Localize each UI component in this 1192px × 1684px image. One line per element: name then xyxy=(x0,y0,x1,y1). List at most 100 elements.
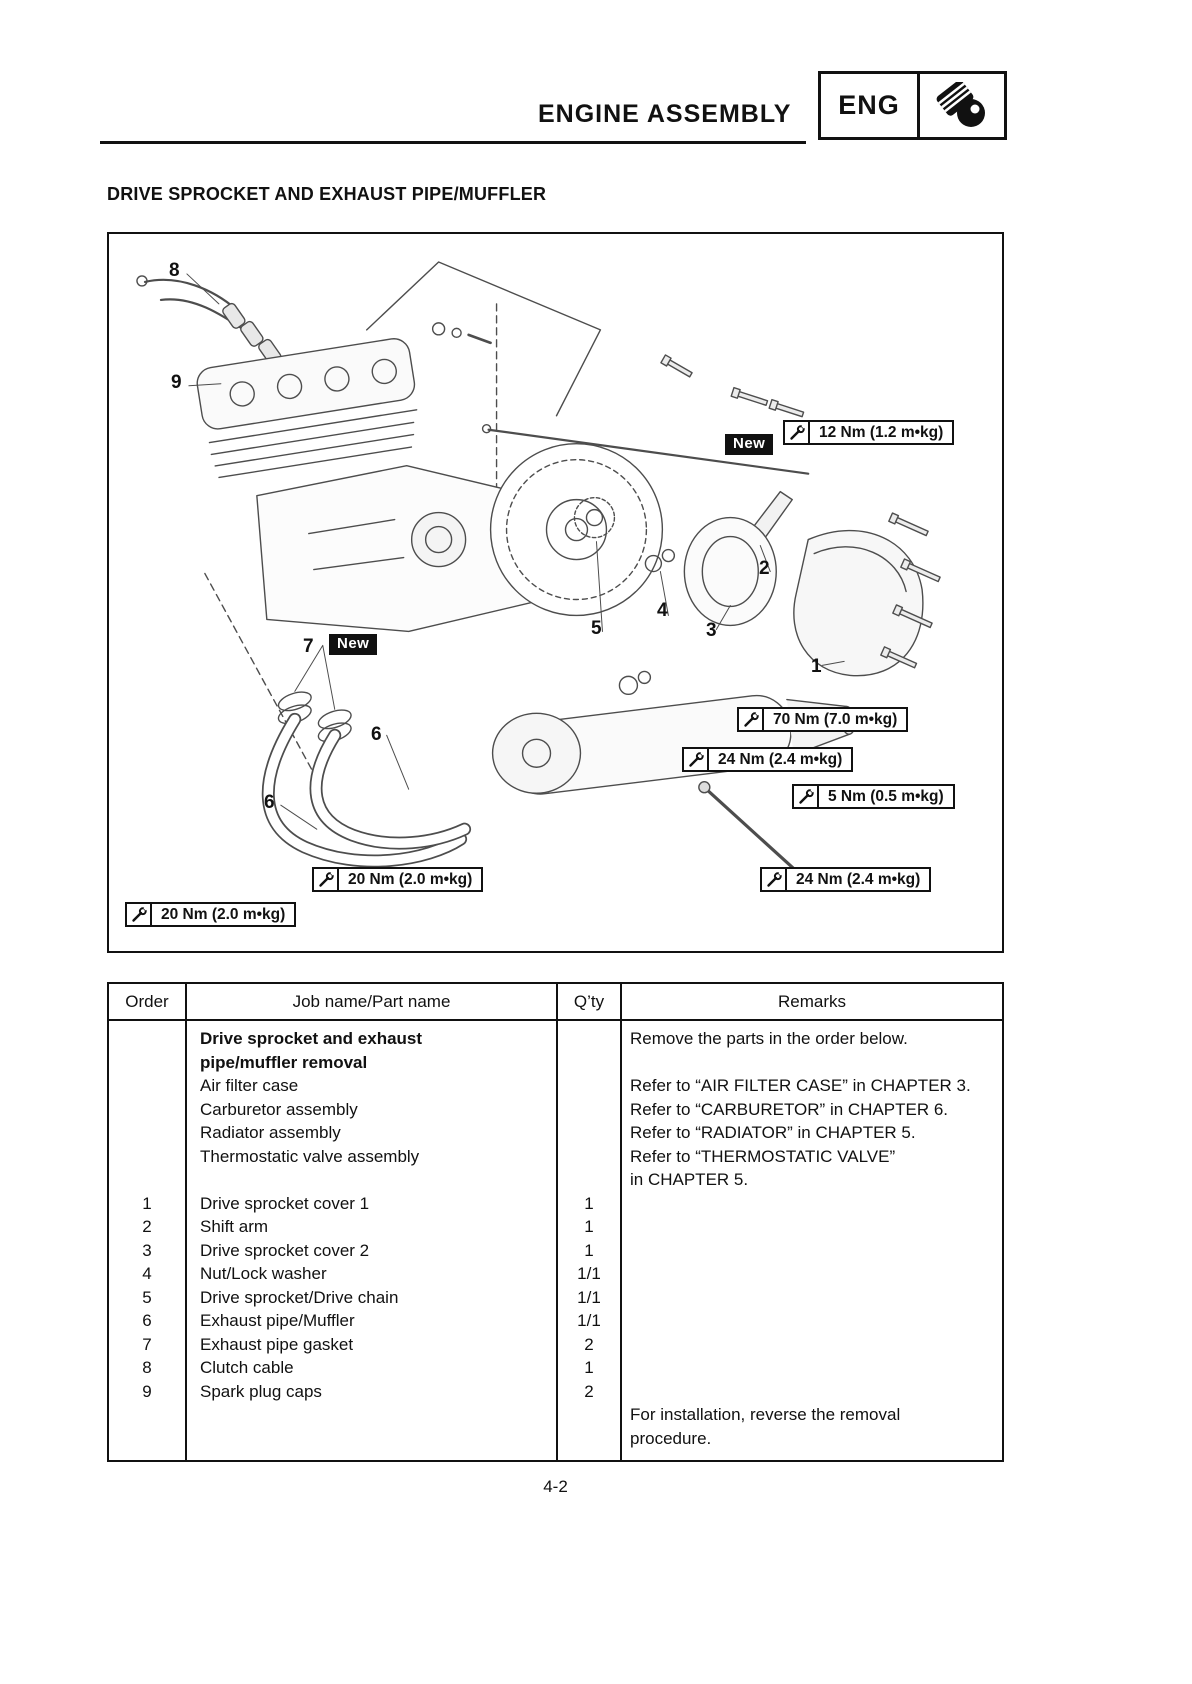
wrench-icon xyxy=(762,869,787,890)
remarks-cell: Remove the parts in the order below. xyxy=(630,1029,908,1048)
engine-icon xyxy=(917,74,1004,137)
column-header-remarks: Remarks xyxy=(777,991,846,1011)
order-cell xyxy=(109,1450,187,1460)
callout-number: 9 xyxy=(171,372,182,393)
torque-spec-text: 70 Nm (7.0 m•kg) xyxy=(773,711,898,728)
callout-number: 3 xyxy=(706,620,717,641)
order-cell: 2 xyxy=(109,1215,187,1239)
order-cell: 6 xyxy=(109,1309,187,1333)
remarks-cell xyxy=(622,1356,1002,1380)
remarks-cell xyxy=(622,1239,1002,1263)
remarks-cell xyxy=(622,1262,1002,1286)
job-name-cell: Drive sprocket/Drive chain xyxy=(187,1285,558,1309)
qty-cell xyxy=(558,1027,622,1051)
qty-cell xyxy=(558,1121,622,1145)
order-cell: 8 xyxy=(109,1356,187,1380)
table-header-row: Order Job name/Part name Q’ty Remarks xyxy=(109,984,1002,1021)
qty-cell xyxy=(558,1050,622,1074)
job-name-cell xyxy=(187,1403,558,1427)
order-cell xyxy=(109,1168,187,1192)
order-cell: 4 xyxy=(109,1262,187,1286)
qty-cell: 1 xyxy=(558,1191,622,1215)
order-cell xyxy=(109,1097,187,1121)
exploded-diagram: 12 Nm (1.2 m•kg) 70 Nm (7.0 m•kg) 24 Nm (2… xyxy=(107,232,1004,953)
job-name-cell: Exhaust pipe gasket xyxy=(187,1332,558,1356)
job-name-cell: Drive sprocket cover 1 xyxy=(187,1191,558,1215)
table-row: Air filter case Refer to “AIR FILTER CASE… xyxy=(109,1074,1002,1098)
job-name-cell: Nut/Lock washer xyxy=(187,1262,558,1286)
order-cell xyxy=(109,1121,187,1145)
page-number: 4-2 xyxy=(543,1477,568,1496)
table-row: For installation, reverse the removal xyxy=(109,1403,1002,1427)
callout-number: 1 xyxy=(811,656,822,677)
remarks-cell: in CHAPTER 5. xyxy=(630,1170,749,1189)
torque-spec-label: 70 Nm (7.0 m•kg) xyxy=(737,707,909,732)
torque-spec-label: 12 Nm (1.2 m•kg) xyxy=(783,420,955,445)
torque-spec-label: 5 Nm (0.5 m•kg) xyxy=(792,784,955,809)
remarks-cell: Refer to “AIR FILTER CASE” in CHAPTER 3. xyxy=(630,1076,971,1095)
qty-cell: 1/1 xyxy=(558,1309,622,1333)
remarks-cell xyxy=(622,1380,1002,1404)
chapter-code: ENG xyxy=(838,90,900,120)
qty-cell xyxy=(558,1074,622,1098)
qty-cell xyxy=(558,1144,622,1168)
remarks-cell: procedure. xyxy=(630,1428,712,1448)
qty-cell: 2 xyxy=(558,1379,622,1403)
column-header-order: Order xyxy=(109,984,187,1019)
table-row: pipe/muffler removal xyxy=(109,1050,1002,1075)
table-row: in CHAPTER 5. xyxy=(109,1168,1002,1192)
new-part-tag: New xyxy=(329,634,378,655)
remarks-cell: Refer to “THERMOSTATIC VALVE” xyxy=(630,1146,896,1166)
torque-spec-label: 20 Nm (2.0 m•kg) xyxy=(312,867,484,892)
remarks-cell xyxy=(622,1309,1002,1333)
job-name-cell: Radiator assembly xyxy=(187,1121,558,1145)
order-cell: 7 xyxy=(109,1332,187,1356)
qty-cell xyxy=(558,1021,622,1027)
order-cell xyxy=(109,1027,187,1051)
order-cell xyxy=(109,1144,187,1168)
remarks-cell: For installation, reverse the removal xyxy=(630,1405,901,1424)
torque-spec-label: 24 Nm (2.4 m•kg) xyxy=(682,747,854,772)
parts-table: Order Job name/Part name Q’ty Remarks Dr… xyxy=(107,982,1004,1462)
remarks-cell xyxy=(622,1450,1002,1460)
remarks-cell: Refer to “RADIATOR” in CHAPTER 5. xyxy=(630,1123,916,1142)
job-name-cell: Drive sprocket cover 2 xyxy=(187,1238,558,1262)
callout-number: 7 xyxy=(303,636,314,657)
table-row: procedure. xyxy=(109,1426,1002,1450)
qty-cell xyxy=(558,1097,622,1121)
remarks-cell xyxy=(622,1286,1002,1310)
job-name-cell: Spark plug caps xyxy=(187,1379,558,1403)
order-cell: 3 xyxy=(109,1238,187,1262)
header-rule xyxy=(100,141,806,144)
qty-cell xyxy=(558,1168,622,1192)
wrench-icon xyxy=(127,904,152,925)
job-name-cell: Shift arm xyxy=(187,1215,558,1239)
callout-number: 4 xyxy=(657,600,668,621)
job-name-cell: Air filter case xyxy=(187,1074,558,1098)
qty-cell xyxy=(558,1450,622,1460)
order-cell xyxy=(109,1403,187,1427)
order-cell xyxy=(109,1426,187,1450)
torque-spec-text: 20 Nm (2.0 m•kg) xyxy=(348,871,473,888)
table-row xyxy=(109,1450,1002,1460)
job-name-cell xyxy=(187,1450,558,1460)
torque-spec-text: 24 Nm (2.4 m•kg) xyxy=(796,871,921,888)
qty-cell xyxy=(558,1426,622,1450)
order-cell xyxy=(109,1050,187,1074)
job-name-cell xyxy=(187,1426,558,1450)
remarks-cell xyxy=(622,1051,1002,1075)
qty-cell: 1/1 xyxy=(558,1285,622,1309)
wrench-icon xyxy=(794,786,819,807)
job-name-cell xyxy=(187,1021,558,1027)
qty-cell: 2 xyxy=(558,1332,622,1356)
new-part-tag: New xyxy=(725,434,774,455)
job-name-cell: Exhaust pipe/Muffler xyxy=(187,1309,558,1333)
